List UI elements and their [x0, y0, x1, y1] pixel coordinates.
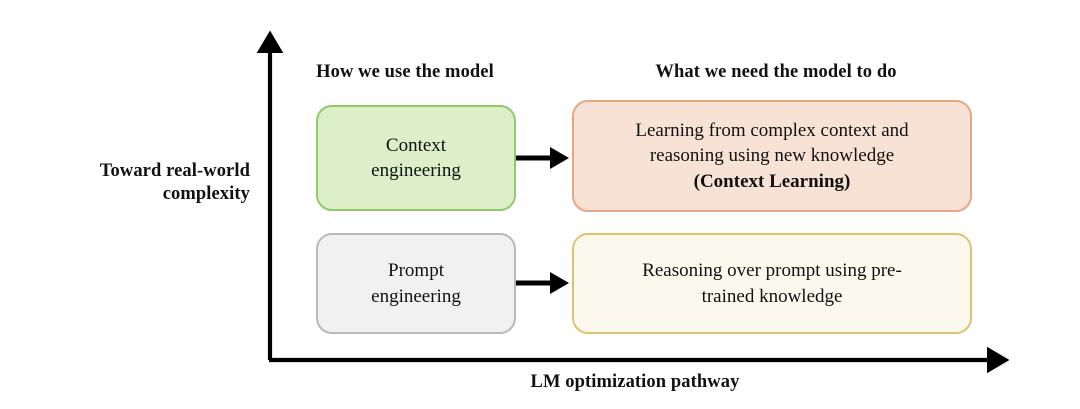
- y-axis-label-line2: complexity: [162, 184, 250, 205]
- node-pretrained-knowledge[interactable]: Reasoning over prompt using pre- trained…: [572, 233, 972, 334]
- node-context-learning[interactable]: Learning from complex context and reason…: [572, 100, 972, 212]
- node-context-engineering[interactable]: Context engineering: [316, 105, 516, 211]
- node-context-learning-text: Learning from complex context and reason…: [635, 118, 908, 193]
- connector-context: [514, 143, 574, 173]
- node-context-learning-line3: (Context Learning): [693, 170, 851, 192]
- column-header-left: How we use the model: [316, 62, 494, 82]
- node-prompt-engineering[interactable]: Prompt engineering: [316, 233, 516, 334]
- node-context-engineering-line2: engineering: [371, 160, 461, 181]
- node-pretrained-knowledge-line2: trained knowledge: [701, 285, 843, 307]
- node-pretrained-knowledge-line1: Reasoning over prompt using pre-: [642, 260, 902, 282]
- node-context-learning-line1: Learning from complex context and: [635, 120, 909, 142]
- x-axis-label: LM optimization pathway: [530, 372, 740, 392]
- column-header-right: What we need the model to do: [655, 62, 897, 82]
- node-context-learning-line2: reasoning using new knowledge: [649, 145, 895, 167]
- node-prompt-engineering-text: Prompt engineering: [371, 258, 461, 308]
- connector-prompt: [514, 268, 574, 298]
- node-context-engineering-text: Context engineering: [371, 133, 461, 183]
- y-axis-label: Toward real-world complexity: [28, 160, 250, 206]
- y-axis-label-line1: Toward real-world: [99, 161, 250, 181]
- node-context-engineering-line1: Context: [385, 134, 447, 156]
- node-prompt-engineering-line1: Prompt: [388, 260, 444, 282]
- arrow-right-icon: [516, 272, 569, 294]
- node-pretrained-knowledge-text: Reasoning over prompt using pre- trained…: [642, 258, 902, 308]
- node-prompt-engineering-line2: engineering: [371, 285, 461, 307]
- arrow-right-icon: [516, 147, 569, 169]
